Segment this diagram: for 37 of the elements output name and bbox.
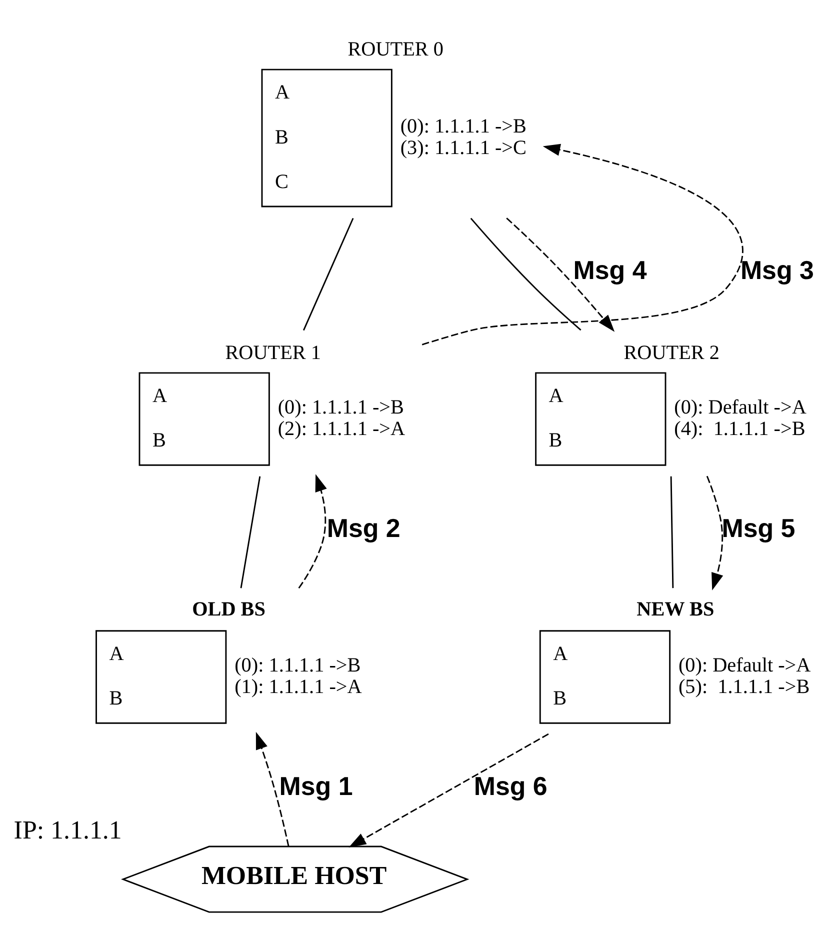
node-label: (3): 1.1.1.1 ->C <box>400 136 526 159</box>
arrow <box>256 731 290 846</box>
node-label: ROUTER 0 <box>348 38 444 60</box>
node-box: A B <box>138 372 270 466</box>
node-label: (2): 1.1.1.1 ->A <box>278 418 406 440</box>
node-label: IP: 1.1.1.1 <box>14 814 122 844</box>
connector <box>302 217 354 330</box>
edge-label: Msg 3 <box>740 256 814 285</box>
arrow <box>422 143 744 345</box>
node-box: A B <box>96 630 227 724</box>
node-box: A B C <box>261 68 392 207</box>
node-label: (1): 1.1.1.1 ->A <box>234 676 362 698</box>
node-label: (0): Default ->A <box>678 654 811 676</box>
node-label: (0): Default ->A <box>674 396 806 418</box>
arrow <box>706 475 724 590</box>
node-label: NEW BS <box>636 598 714 620</box>
node-box: A B <box>535 372 666 466</box>
arrow <box>506 217 615 332</box>
connector <box>670 476 674 588</box>
node-label: (0): 1.1.1.1 ->B <box>278 396 404 418</box>
connector <box>470 217 582 330</box>
node-label: OLD BS <box>192 598 266 620</box>
arrow <box>348 732 549 847</box>
edge-label: Msg 1 <box>279 772 353 801</box>
node-label: ROUTER 2 <box>624 341 720 364</box>
connector <box>240 476 261 588</box>
edge-label: Msg 2 <box>326 514 400 543</box>
node-label: ROUTER 1 <box>225 341 321 364</box>
node-label: (0): 1.1.1.1 ->B <box>400 115 526 138</box>
edge-label: Msg 6 <box>474 772 548 801</box>
node-label: (4): 1.1.1.1 ->B <box>674 418 806 440</box>
edge-label: Msg 5 <box>722 514 796 543</box>
node-label: (0): 1.1.1.1 ->B <box>234 654 361 676</box>
node-label: (5): 1.1.1.1 ->B <box>678 676 810 698</box>
node-box: A B <box>539 630 671 724</box>
edge-label: Msg 4 <box>573 256 647 285</box>
arrow <box>298 474 327 588</box>
